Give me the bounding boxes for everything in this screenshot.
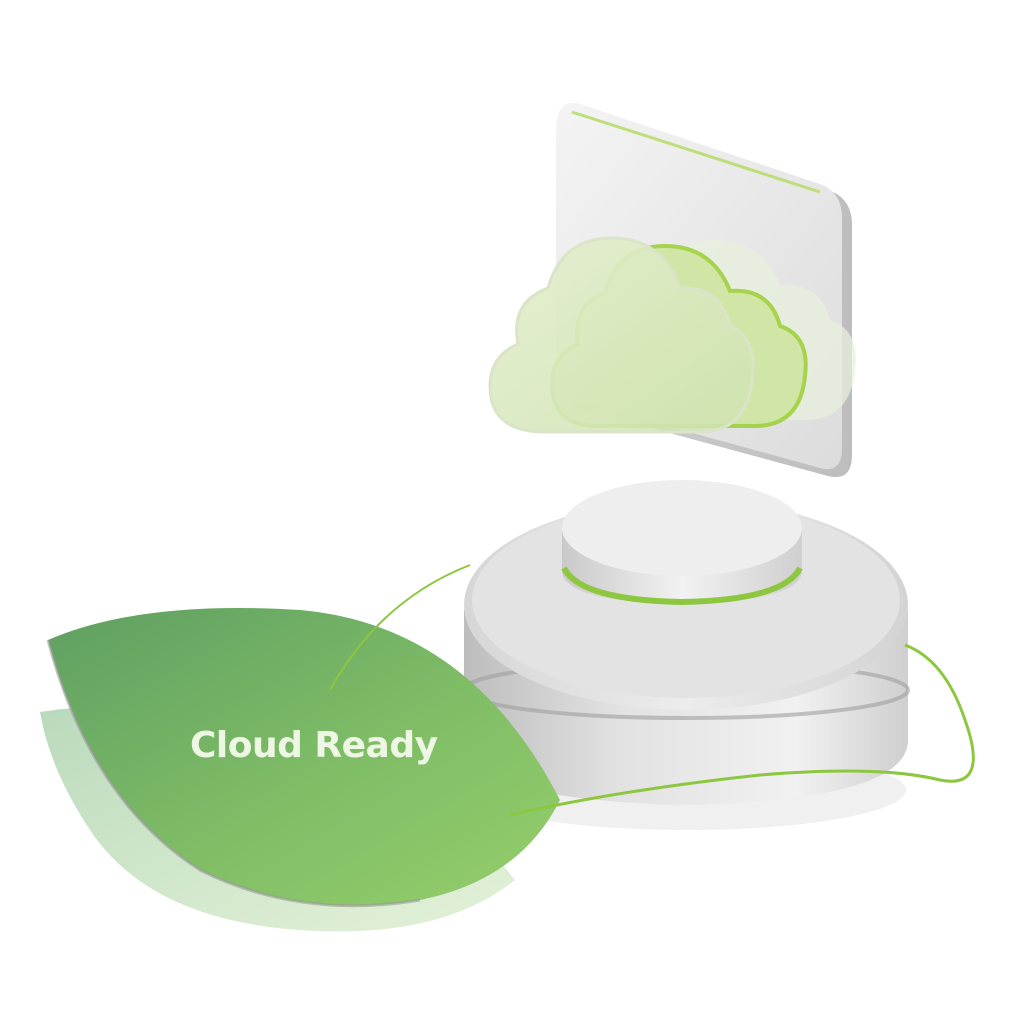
cloud-icon — [488, 236, 856, 434]
leaf-icon — [46, 564, 975, 908]
puck-device — [462, 480, 910, 805]
leaf-label: Cloud Ready — [190, 725, 438, 766]
